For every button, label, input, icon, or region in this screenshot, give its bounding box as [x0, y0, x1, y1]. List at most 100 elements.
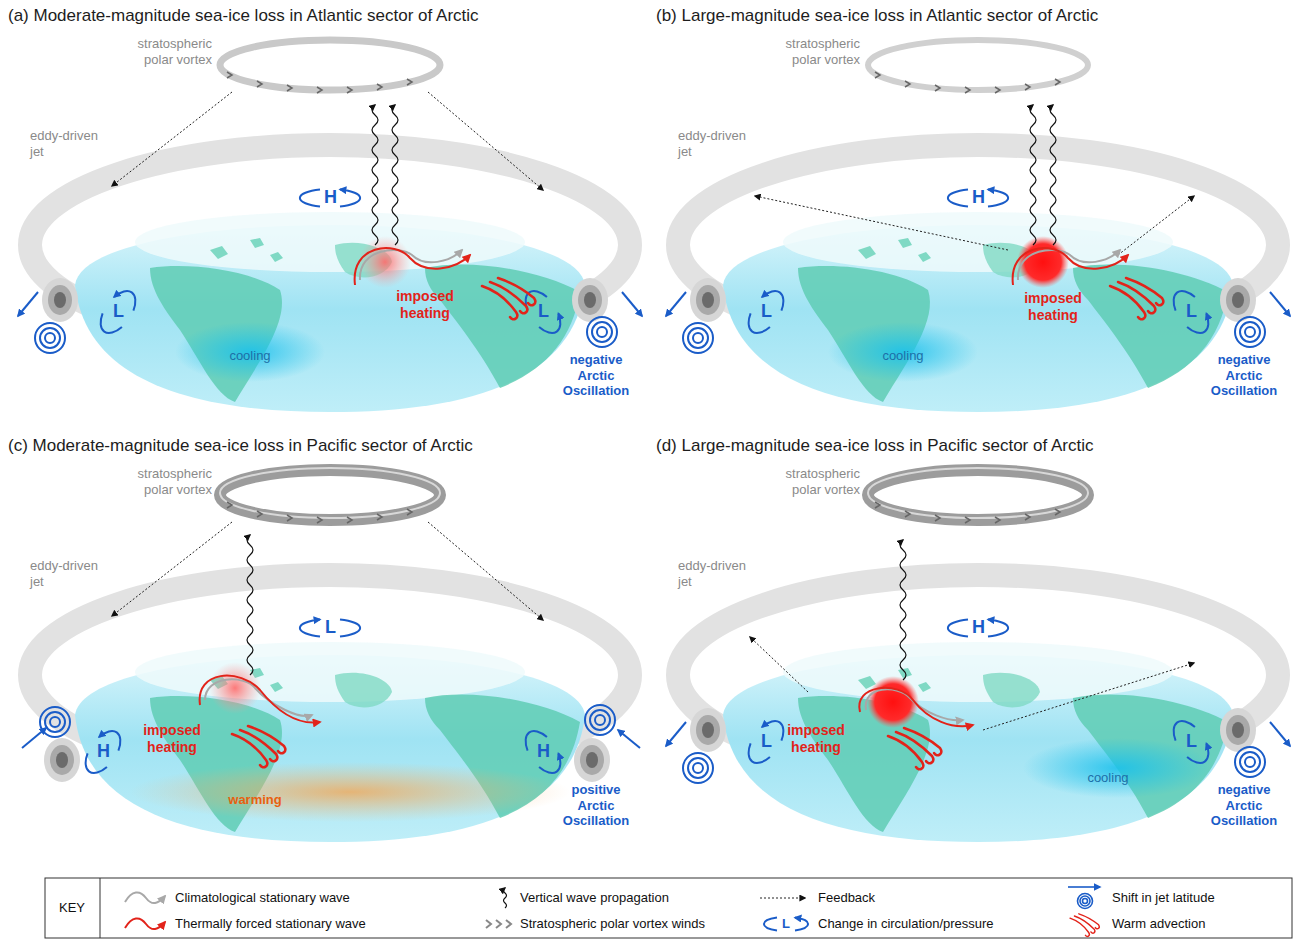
panel-b	[1018, 250, 1120, 280]
panel-c	[220, 468, 440, 518]
pressure-label: H	[972, 617, 985, 639]
panel-b	[743, 286, 790, 339]
key-heading: KEY	[59, 900, 85, 916]
panel-c	[112, 522, 232, 616]
panel-d	[868, 470, 1088, 520]
panel-d	[875, 502, 1060, 523]
legend-text: Shift in jet latitude	[1112, 890, 1215, 906]
legend-text: Feedback	[818, 890, 875, 906]
oscillation-label: positive Arctic Oscillation	[554, 782, 638, 829]
panel-b	[1235, 317, 1265, 347]
heating-label: imposed heating	[1003, 290, 1103, 324]
panel-d	[666, 468, 1290, 842]
pressure-label: H	[537, 741, 550, 763]
panel-c	[205, 679, 312, 716]
heating-label: imposed heating	[766, 722, 866, 756]
panel-title: (a) Moderate-magnitude sea-ice loss in A…	[8, 6, 479, 26]
panel-a	[587, 317, 617, 347]
pressure-label: L	[761, 731, 772, 753]
panel-c	[585, 705, 615, 735]
panel-c	[574, 738, 610, 782]
panel-b	[828, 322, 978, 382]
panel-b	[1017, 236, 1069, 288]
panel-b	[1050, 105, 1056, 245]
panel-a	[227, 72, 412, 93]
panel-a	[175, 322, 325, 382]
panel-c	[227, 502, 412, 523]
panel-c	[520, 726, 567, 779]
panel-a	[220, 40, 440, 90]
pressure-label: L	[761, 301, 772, 323]
jet-label: eddy-driven jet	[678, 128, 758, 159]
panel-c	[44, 738, 80, 782]
temperature-label: cooling	[863, 348, 943, 364]
temperature-label: cooling	[210, 348, 290, 364]
panel-a	[572, 278, 608, 322]
panel-c	[618, 730, 640, 748]
legend-text: Change in circulation/pressure	[818, 916, 994, 932]
panel-a	[359, 236, 411, 288]
panel-title: (d) Large-magnitude sea-ice loss in Paci…	[656, 436, 1093, 456]
panel-d	[723, 642, 1233, 842]
vortex-label: stratospheric polar vortex	[760, 466, 860, 497]
panel-c	[22, 728, 46, 748]
panel-d	[683, 753, 713, 783]
panel-d	[750, 637, 808, 692]
key-box	[1078, 894, 1093, 909]
panel-c	[75, 642, 585, 842]
panel-d	[866, 689, 963, 720]
panel-b	[875, 72, 1060, 93]
panel-b	[683, 323, 713, 353]
vortex-label: stratospheric polar vortex	[760, 36, 860, 67]
panel-c	[220, 470, 440, 520]
oscillation-label: negative Arctic Oscillation	[1202, 352, 1286, 399]
panel-c	[247, 535, 253, 675]
panel-b	[1220, 278, 1256, 322]
key-box	[486, 920, 491, 928]
vortex-label: stratospheric polar vortex	[112, 466, 212, 497]
panel-d	[900, 540, 906, 680]
vortex-label: stratospheric polar vortex	[112, 36, 212, 67]
key-box	[486, 920, 511, 928]
pressure-label: L	[538, 301, 549, 323]
panel-d	[666, 722, 686, 746]
panel-b	[1168, 286, 1215, 339]
key-box	[100, 878, 101, 938]
pressure-label: L	[1186, 301, 1197, 323]
legend-text: Thermally forced stationary wave	[175, 916, 366, 932]
panel-a	[18, 40, 642, 412]
panel-d	[1270, 722, 1290, 746]
panel-d	[690, 708, 726, 752]
panel-a	[35, 323, 65, 353]
pressure-label: L	[113, 301, 124, 323]
oscillation-label: negative Arctic Oscillation	[554, 352, 638, 399]
panel-b	[1030, 105, 1036, 245]
panel-b	[1110, 278, 1163, 319]
panel-a	[42, 278, 78, 322]
key-box	[1083, 899, 1088, 904]
panel-c	[22, 468, 640, 842]
panel-a	[372, 105, 378, 245]
key-box	[504, 888, 507, 908]
legend-text: Climatological stationary wave	[175, 890, 350, 906]
panel-a	[355, 248, 470, 285]
legend-text: Vertical wave propagation	[520, 890, 669, 906]
panel-a	[95, 286, 142, 339]
pressure-label: L	[1186, 731, 1197, 753]
panel-d	[868, 468, 1088, 518]
key-box	[1070, 914, 1099, 937]
panel-d	[1235, 747, 1265, 777]
panel-d	[867, 676, 919, 728]
panel-a	[622, 292, 642, 316]
panel-c	[40, 707, 70, 737]
panel-b	[868, 40, 1088, 90]
legend-text: Stratospheric polar vortex winds	[520, 916, 705, 932]
panel-a	[392, 105, 398, 245]
panel-d	[743, 716, 790, 769]
key-box	[506, 920, 511, 928]
panel-b	[755, 196, 1008, 250]
panel-b	[666, 40, 1290, 412]
panel-c	[232, 726, 285, 767]
key-box	[45, 878, 1292, 938]
panel-d	[983, 663, 1194, 730]
